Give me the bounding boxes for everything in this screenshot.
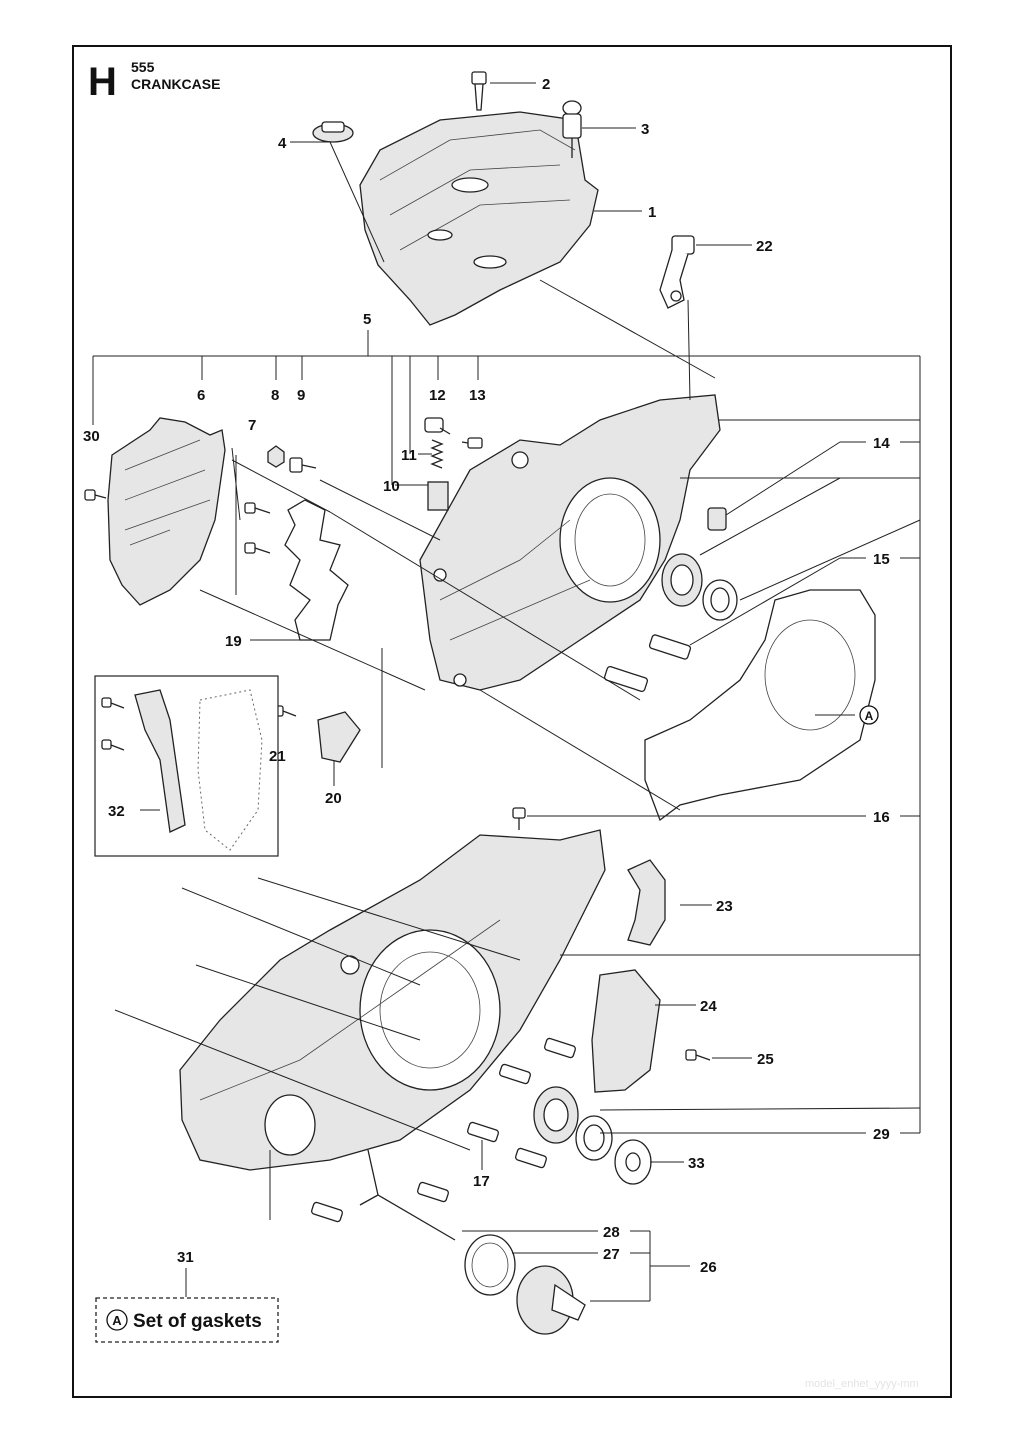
page-title: CRANKCASE [131, 76, 220, 92]
crankcase-half-lower [179, 829, 606, 1171]
legend-text: Set of gaskets [133, 1311, 262, 1332]
part-25-screw [685, 1049, 711, 1061]
part-23-bracket [627, 859, 666, 946]
callout-25: 25 [757, 1051, 774, 1068]
part-29-bearing [533, 1086, 579, 1144]
page-border [72, 45, 952, 1398]
part-8-nut [267, 445, 285, 468]
part-3-fitting [562, 100, 582, 158]
part-17-screws [311, 1037, 576, 1223]
model-number: 555 [131, 59, 155, 75]
callout-12: 12 [429, 387, 446, 404]
part-26-assembly [516, 1265, 586, 1335]
callout-labels: 1 2 3 4 5 6 7 8 9 10 11 12 13 14 15 16 1… [83, 76, 890, 1276]
part-20-plate [317, 711, 361, 763]
callout-19: 19 [225, 633, 242, 650]
part-10-block [427, 481, 449, 511]
part-12-pivot [424, 417, 451, 435]
part-16-screw [512, 807, 526, 830]
part-13-screw [461, 437, 483, 449]
callout-27: 27 [603, 1246, 620, 1263]
callout-1: 1 [648, 204, 656, 221]
callout-28: 28 [603, 1224, 620, 1241]
inset-detail-box [94, 675, 279, 857]
part-33-washer [575, 1115, 652, 1185]
crankcase-half-upper [419, 394, 721, 691]
callout-15: 15 [873, 551, 890, 568]
callout-14: 14 [873, 435, 890, 452]
part-9-stud [289, 457, 317, 473]
part-19-bracket [284, 499, 349, 641]
callout-16: 16 [873, 809, 890, 826]
callout-20: 20 [325, 790, 342, 807]
part-15-bolts [603, 634, 692, 693]
part-28-lever [359, 1149, 456, 1241]
callout-3: 3 [641, 121, 649, 138]
callout-13: 13 [469, 387, 486, 404]
section-letter: H [88, 60, 117, 104]
legend-marker: A [112, 1313, 122, 1328]
callout-10: 10 [383, 478, 400, 495]
callout-6: 6 [197, 387, 205, 404]
part-30-screw [84, 489, 107, 501]
gasket-marker-a: A [859, 705, 879, 725]
part-27-seal [464, 1234, 516, 1296]
callout-17: 17 [473, 1173, 490, 1190]
callout-22: 22 [756, 238, 773, 255]
callout-31: 31 [177, 1249, 194, 1266]
callout-4: 4 [278, 135, 287, 152]
callout-23: 23 [716, 898, 733, 915]
callout-24: 24 [700, 998, 717, 1015]
part-22-lever [659, 235, 695, 309]
callout-2: 2 [542, 76, 550, 93]
part-24-cover [591, 969, 661, 1093]
legend-set-of-gaskets: A Set of gaskets [95, 1297, 279, 1343]
gasket-marker-letter: A [865, 709, 874, 723]
callout-8: 8 [271, 387, 279, 404]
part-11-spring [430, 439, 444, 469]
gasket-a [644, 589, 876, 822]
callout-21: 21 [269, 748, 286, 765]
callout-5: 5 [363, 311, 371, 328]
part-7-bolts [244, 502, 271, 554]
part-bearing-upper [661, 553, 738, 621]
callout-11: 11 [401, 447, 417, 464]
part-1-tank-housing [359, 111, 599, 326]
callout-7: 7 [248, 417, 256, 434]
callout-30: 30 [83, 428, 100, 445]
callout-9: 9 [297, 387, 305, 404]
part-14-pin [707, 507, 727, 531]
part-2-screw [471, 71, 487, 111]
watermark: model_enhet_yyyy-mm [805, 1378, 919, 1390]
callout-33: 33 [688, 1155, 705, 1172]
part-4-cap [312, 121, 354, 143]
callout-32: 32 [108, 803, 125, 820]
callout-29: 29 [873, 1126, 890, 1143]
leader-lines [92, 82, 921, 1302]
part-6-guard-plate [107, 417, 226, 606]
callout-26: 26 [700, 1259, 717, 1276]
